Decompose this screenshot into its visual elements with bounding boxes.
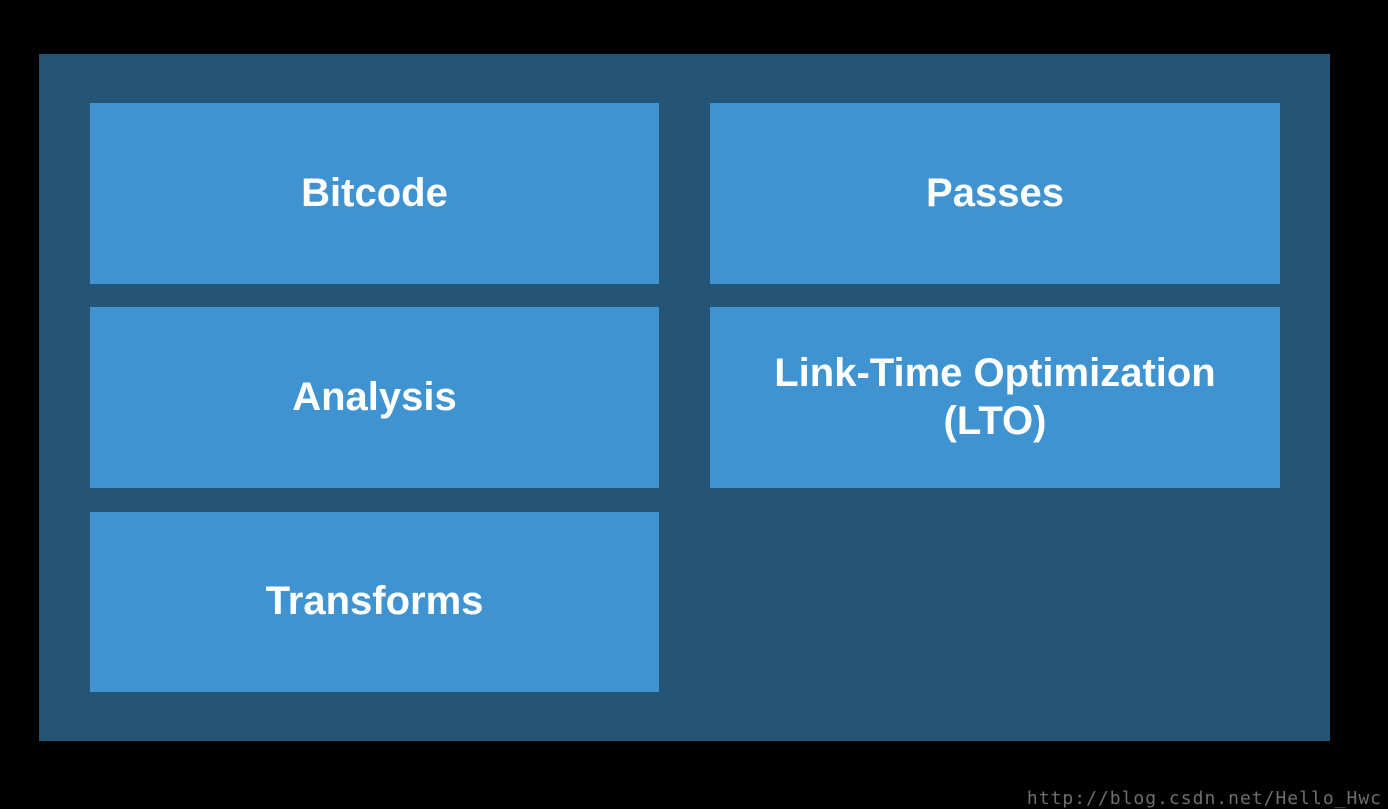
diagram-box-analysis: Analysis xyxy=(90,307,659,488)
diagram-box-label: Passes xyxy=(926,170,1064,215)
diagram-box-link-time-optimization: Link-Time Optimization (LTO) xyxy=(710,307,1280,488)
diagram-box-passes: Passes xyxy=(710,103,1280,284)
slide-panel: Bitcode Passes Analysis Link-Time Optimi… xyxy=(39,54,1330,741)
diagram-box-label: Transforms xyxy=(265,579,484,624)
diagram-box-label: Link-Time Optimization (LTO) xyxy=(774,351,1216,443)
diagram-box-label: Analysis xyxy=(292,374,457,419)
diagram-box-label: Bitcode xyxy=(301,170,448,215)
diagram-box-transforms: Transforms xyxy=(90,512,659,692)
watermark-url: http://blog.csdn.net/Hello_Hwc xyxy=(1026,788,1382,809)
diagram-box-bitcode: Bitcode xyxy=(90,103,659,284)
